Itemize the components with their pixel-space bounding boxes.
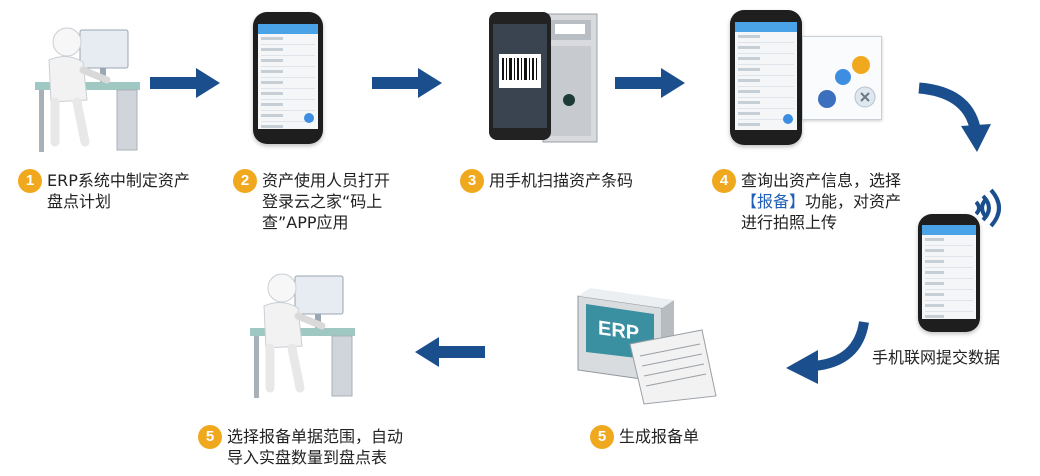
report-function-zoom-inset [802,36,882,120]
network-submit-label: 手机联网提交数据 [872,348,1001,367]
step-number-badge: 4 [712,169,736,193]
step-number-badge: 5 [198,425,222,449]
curved-arrow-left [786,321,869,384]
erp-computer-illustration: ERP [570,286,720,406]
step-5-generate-text: 生成报备单 [619,427,700,446]
step-number-badge: 1 [18,169,42,193]
step-5-import-label: 5 选择报备单据范围，自动 导入实盘数量到盘点表 [198,425,404,468]
step-3-text: 用手机扫描资产条码 [489,171,634,190]
barcode-scan-illustration [485,10,605,145]
person-at-computer-illustration-2 [240,266,360,406]
phone-asset-info-screen [730,10,802,145]
step-5-generate-label: 5 生成报备单 [590,425,700,449]
step-number-badge: 5 [590,425,614,449]
phone-app-screen-2 [253,12,323,144]
step-2-label: 2 资产使用人员打开 登录云之家“码上 查”APP应用 [233,169,391,233]
step-5-import-text: 选择报备单据范围，自动 导入实盘数量到盘点表 [227,427,404,467]
flow-arrow-2 [372,68,442,98]
flow-arrow-left [415,337,485,367]
step-number-badge: 2 [233,169,257,193]
step-1-label: 1 ERP系统中制定资产 盘点计划 [18,169,190,212]
step-4-text: 查询出资产信息，选择【报备】功能，对资产 进行拍照上传 [741,170,901,233]
flow-arrow-1 [150,68,220,98]
step-4-text-after: 功能，对资产 进行拍照上传 [741,192,902,232]
step-4-label: 4 查询出资产信息，选择【报备】功能，对资产 进行拍照上传 [712,169,901,233]
report-keyword: 【报备】 [741,192,806,211]
step-2-text: 资产使用人员打开 登录云之家“码上 查”APP应用 [262,171,391,232]
step-number-badge: 3 [460,169,484,193]
curved-arrow-down [918,82,991,152]
step-1-text: ERP系统中制定资产 盘点计划 [47,171,190,211]
person-at-computer-illustration-1 [25,20,145,160]
flow-arrow-3 [615,68,685,98]
step-3-label: 3 用手机扫描资产条码 [460,169,634,193]
step-4-text-before: 查询出资产信息，选择 [741,171,902,190]
phone-submit-screen [918,214,980,332]
wifi-signal-icon [975,188,1001,228]
